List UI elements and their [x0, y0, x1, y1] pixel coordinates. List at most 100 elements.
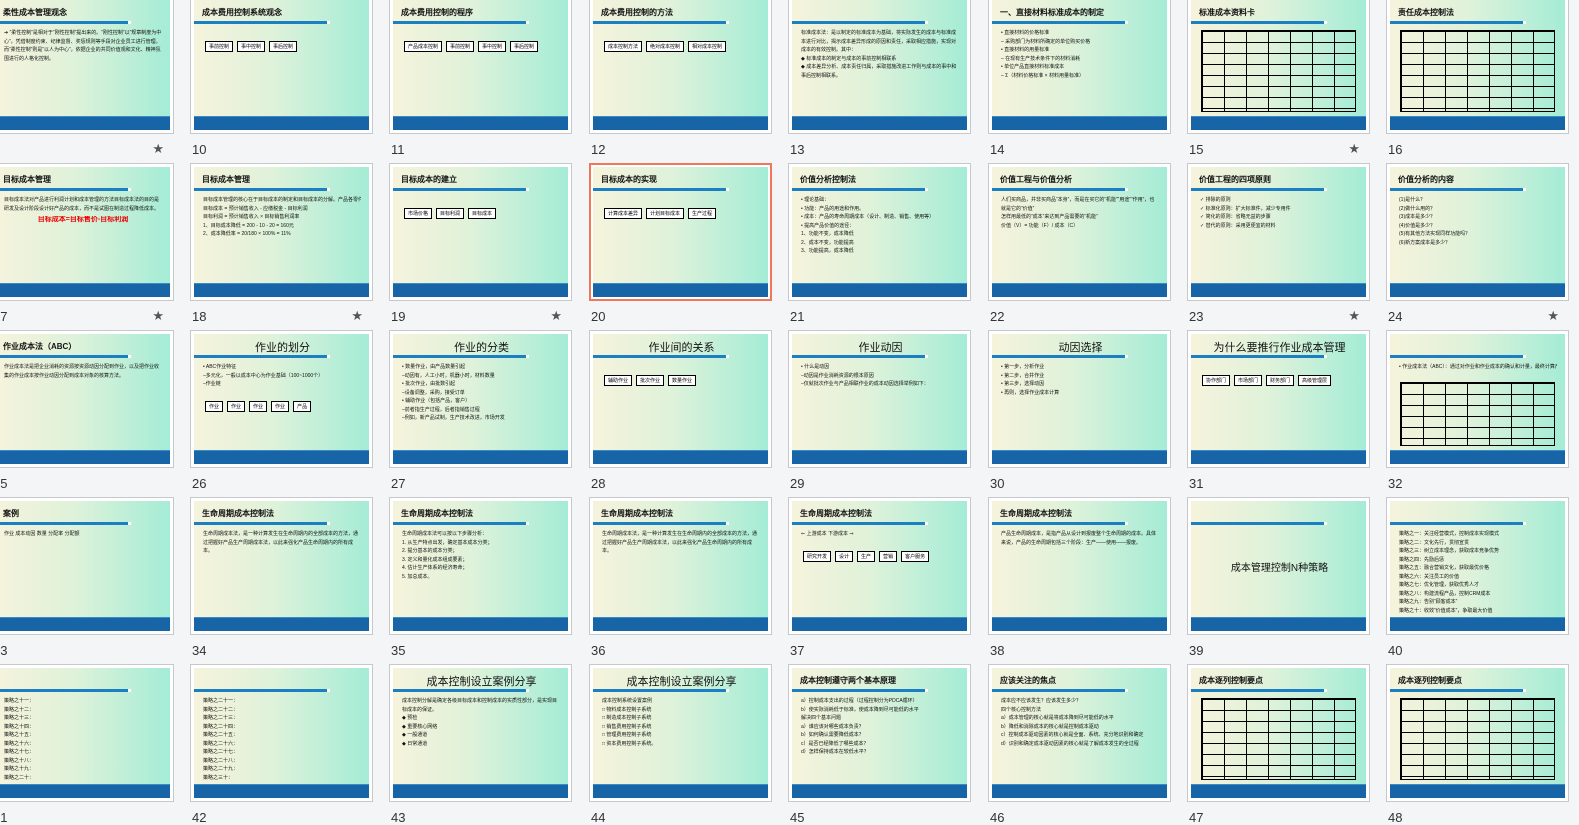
slide-thumbnail-35[interactable]: 生命周期成本控制法生命周期成本法可以按以下步骤分析：1. 从生产特点出发，确定基… [389, 497, 572, 635]
slide-number: 35 [391, 643, 405, 658]
slide-thumbnail-26[interactable]: 作业的划分• ABC作业特征–多元化，一般以成本中心为作业基础（100~1000… [190, 330, 373, 468]
slide-thumbnail-15[interactable]: 标准成本资料卡 [1187, 0, 1370, 134]
slide-thumbnail-14[interactable]: 一、直接材料标准成本的制定• 直接材料的价格标准– 采购部门为材料所确定的单位购… [988, 0, 1171, 134]
body-line: a）成本管理的核心就是将成本降到尽可能低的水平 [1001, 714, 1159, 723]
body-line: (6)新方案成本是多少？ [1399, 239, 1557, 248]
slide-thumbnail-18[interactable]: 目标成本管理目标成本管理的核心在于目标成本的制定和目标成本的分解。产品各零件、部… [190, 163, 373, 301]
slide-thumbnail-22[interactable]: 价值工程与价值分析人们买商品，并非买商品“本身”，而是在买它的“机能”“用途”“… [988, 163, 1171, 301]
slide-thumbnail-27[interactable]: 作业的分类• 数量作业，由产品数量引起–动因有，人工小时，机器小时，材料数量• … [389, 330, 572, 468]
slide-footer-band [393, 784, 568, 798]
title-stripe [992, 522, 1125, 525]
body-line: a）谁应该对哪些成本负责？ [801, 723, 959, 732]
slide-footer-band [593, 450, 768, 464]
title-stripe [792, 188, 925, 191]
slide-thumbnail-11[interactable]: 成本费用控制的程序产品成本控制事前控制事中控制事后控制 [389, 0, 572, 134]
slide-thumbnail-36[interactable]: 生命周期成本控制法生命周期成本法，是一种计算发生在生命周期内的全部成本的方法，通… [589, 497, 772, 635]
slide-thumbnail-48[interactable]: 成本逐列控制要点 [1386, 664, 1569, 802]
slide-thumbnail-28[interactable]: 作业间的关系辅助作业批次作业数量作业 [589, 330, 772, 468]
slide-thumbnail-42[interactable]: 策略之二十一：策略之二十二：策略之二十三：策略之二十四：策略之二十五：策略之二十… [190, 664, 373, 802]
slide-thumbnail-16[interactable]: 责任成本控制法 [1386, 0, 1569, 134]
slide-body: 产品生命周期成本，是指产品从设计到报废整个生命周期的成本。具体来说，产品的生命周… [1001, 530, 1159, 616]
body-line: ◆ 重要核心网络 [402, 723, 560, 732]
slide-preview: 价值工程的四项原则✓ 排除的原则✓ 标准化原则：扩大标准件，减少专用件✓ 简化的… [1191, 167, 1366, 297]
animation-star-icon[interactable]: ★ [1348, 141, 1360, 157]
slide-thumbnail-12[interactable]: 成本费用控制的方法成本控制方法绝对成本控制相对成本控制 [589, 0, 772, 134]
slide-thumbnail-24[interactable]: 价值分析的内容(1)是什么？(2)做什么用的？(3)成本是多少？(4)价值是多少… [1386, 163, 1569, 301]
animation-star-icon[interactable]: ★ [152, 141, 164, 157]
body-line: ✓ 标准化原则：扩大标准件，减少专用件 [1200, 205, 1358, 214]
animation-star-icon[interactable]: ★ [1348, 308, 1360, 324]
body-line: 5. 加总成本。 [402, 573, 560, 582]
slide-footer-band [194, 450, 369, 464]
body-line: 2、成本降低率 = 20/180 × 100% = 11% [203, 230, 361, 239]
slide-body: 目标成本管理的核心在于目标成本的制定和目标成本的分解。产品各零件、部件的目标成本… [203, 196, 361, 282]
slide-preview: 目标成本的实现计算成本差异计划目标成本生产过程 [593, 167, 768, 297]
animation-star-icon[interactable]: ★ [351, 308, 363, 324]
slide-thumbnail-34[interactable]: 生命周期成本控制法生命周期成本法，是一种计算发生在生命周期内的全部成本的方法，通… [190, 497, 373, 635]
slide-footer-band [0, 617, 170, 631]
slide-number: 11 [391, 142, 405, 157]
animation-star-icon[interactable]: ★ [1547, 308, 1559, 324]
body-line: 目标成本管理的核心在于目标成本的制定和目标成本的分解。产品各零件、部件的目标成本… [203, 196, 361, 205]
body-line: 价值（V）= 功能（F）/ 成本（C） [1001, 222, 1159, 231]
slide-thumbnail-41[interactable]: 策略之十一：策略之十二：策略之十三：策略之十四：策略之十五：策略之十六：策略之十… [0, 664, 174, 802]
slide-thumbnail-31[interactable]: 为什么要推行作业成本管理协作部门市场部门财务部门高级管理层 [1187, 330, 1370, 468]
body-line: 产品生命周期成本，是指产品从设计到报废整个生命周期的成本。具体来说，产品的生命周… [1001, 530, 1159, 547]
slide-thumbnail-38[interactable]: 生命周期成本控制法产品生命周期成本，是指产品从设计到报废整个生命周期的成本。具体… [988, 497, 1171, 635]
slide-thumbnail-39[interactable]: 成本管理控制N种策略 [1187, 497, 1370, 635]
slide-body: • 理论基础：• 功能：产品的用途和作用。• 成本：产品的寿命周期成本（设计、制… [801, 196, 959, 282]
body-line: 策略之十五： [4, 731, 162, 740]
slide-number: 22 [990, 309, 1004, 324]
slide-thumbnail-25[interactable]: 作业成本法（ABC）作业成本法是把企业消耗的资源按资源动因分配到作业，以及把作业… [0, 330, 174, 468]
slide-number: 28 [591, 476, 605, 491]
title-stripe [992, 689, 1125, 692]
slide-title: 责任成本控制法 [1398, 7, 1559, 18]
body-line: 人们买商品，并非买商品“本身”，而是在买它的“机能”“用途”“作用”，也就是它的… [1001, 196, 1159, 213]
slide-thumbnail-17[interactable]: 目标成本管理目标成本法对产品进行利润计划和成本管理的方法目标成本法的目的是研发及… [0, 163, 174, 301]
diagram-box: 事前控制 [446, 41, 474, 52]
slide-title: 目标成本的建立 [401, 174, 562, 185]
title-stripe [1390, 522, 1523, 525]
slide-thumbnail-19[interactable]: 目标成本的建立市场价格目标利润目标成本 [389, 163, 572, 301]
slide-thumbnail-21[interactable]: 价值分析控制法• 理论基础：• 功能：产品的用途和作用。• 成本：产品的寿命周期… [788, 163, 971, 301]
animation-star-icon[interactable]: ★ [550, 308, 562, 324]
slide-preview: 策略之二十一：策略之二十二：策略之二十三：策略之二十四：策略之二十五：策略之二十… [194, 668, 369, 798]
slide-thumbnail-33[interactable]: 案例作业 成本动因 数量 分配率 分配额 [0, 497, 174, 635]
diagram-box: 作业 [205, 401, 223, 412]
slide-thumbnail-23[interactable]: 价值工程的四项原则✓ 排除的原则✓ 标准化原则：扩大标准件，减少专用件✓ 简化的… [1187, 163, 1370, 301]
title-stripe [194, 355, 327, 358]
animation-star-icon[interactable]: ★ [152, 308, 164, 324]
title-stripe [393, 689, 526, 692]
highlight-formula: 目标成本=目标售价-目标利润 [4, 216, 162, 225]
diagram-box: 成本控制方法 [604, 41, 642, 52]
slide-title: 作业的划分 [202, 339, 363, 355]
slide-thumbnail-30[interactable]: 动因选择• 第一步，分析作业• 第二步，合并作业• 第三步，选择动因• 再则，选… [988, 330, 1171, 468]
slide-preview: 策略之一：关注经营模式，控制成本实现模式策略之二：文化先行，贯彻宣贯策略之三：树… [1390, 501, 1565, 631]
diagram-box: 作业 [227, 401, 245, 412]
slide-thumbnail-44[interactable]: 成本控制设立案例分享成本控制系统设置案例□ 物料成本控制子系统□ 制造成本控制子… [589, 664, 772, 802]
body-line: ◆ 日常通道 [402, 740, 560, 749]
title-stripe [992, 355, 1125, 358]
slide-footer-band [1191, 617, 1366, 631]
slide-thumbnail-20[interactable]: 目标成本的实现计算成本差异计划目标成本生产过程 [589, 163, 772, 301]
slide-thumbnail-9[interactable]: 柔性成本管理观念➔ “柔性控制”是相对于“刚性控制”提出来的。“刚性控制”以“规… [0, 0, 174, 134]
slide-footer-band [792, 450, 967, 464]
slide-thumbnail-40[interactable]: 策略之一：关注经营模式，控制成本实现模式策略之二：文化先行，贯彻宣贯策略之三：树… [1386, 497, 1569, 635]
diagram-box: 营销 [879, 551, 897, 562]
slide-body: • 直接材料的价格标准– 采购部门为材料所确定的单位购买价格• 直接材料的用量标… [1001, 29, 1159, 115]
slide-thumbnail-37[interactable]: 生命周期成本控制法⇐ 上游成本 下游成本 ⇒研究开发设计生产营销客户服务 [788, 497, 971, 635]
slide-number: 42 [192, 810, 206, 825]
slide-footer-band [593, 283, 768, 297]
slide-thumbnail-13[interactable]: 标准成本法：是以制定的标准成本为基础，将实际发生的成本与标准成本进行对比，揭示成… [788, 0, 971, 134]
slide-preview: 为什么要推行作业成本管理协作部门市场部门财务部门高级管理层 [1191, 334, 1366, 464]
slide-thumbnail-10[interactable]: 成本费用控制系统观念事前控制事中控制事后控制 [190, 0, 373, 134]
body-line: –作业链 [203, 380, 361, 389]
slide-thumbnail-32[interactable]: • 作业成本法（ABC）：通过对作业和作业成本的确认和计量，最终计算产品成本的方… [1386, 330, 1569, 468]
slide-thumbnail-29[interactable]: 作业动因• 什么是动因–动因是作业消耗资源的根本原因–仅就批次作业与产品相联作业… [788, 330, 971, 468]
slide-preview: 作业间的关系辅助作业批次作业数量作业 [593, 334, 768, 464]
slide-thumbnail-47[interactable]: 成本逐列控制要点 [1187, 664, 1370, 802]
slide-title: 成本控制设立案例分享 [601, 673, 762, 689]
slide-thumbnail-43[interactable]: 成本控制设立案例分享成本控制分解是确定各级目标成本和控制成本的实质性部分，是实现… [389, 664, 572, 802]
